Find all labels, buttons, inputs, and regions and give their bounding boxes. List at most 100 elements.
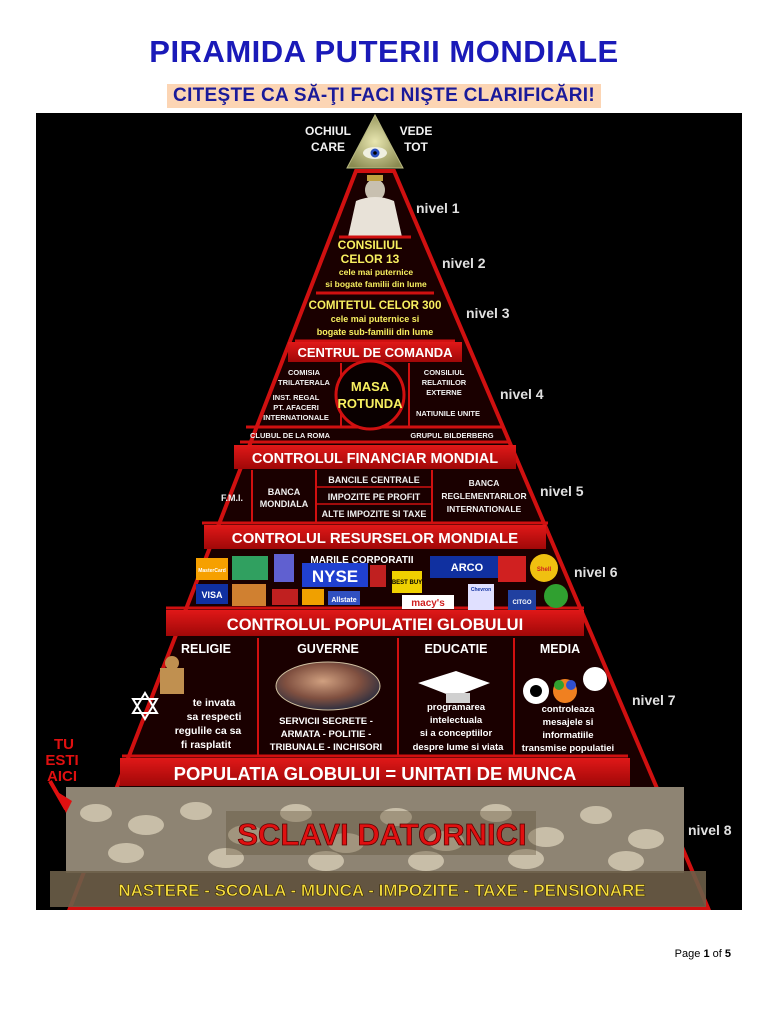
bestbuy-logo: [392, 571, 422, 593]
arco-logo: [430, 556, 504, 578]
logo-chevron: Chevron: [471, 587, 491, 593]
page-footer: Page 1 of 5: [675, 948, 731, 960]
educatie-label: EDUCATIE: [425, 642, 488, 656]
banca-reg-1: BANCA: [469, 478, 500, 488]
sclavi-label: SCLAVI DATORNICI: [237, 817, 526, 852]
religie-text-2: sa respecti: [187, 711, 242, 723]
chevron-logo: [468, 584, 494, 610]
eye-label-right-2: TOT: [404, 140, 428, 154]
bancile-line-2: IMPOZITE PE PROFIT: [328, 492, 421, 502]
banca-reg-2: REGLEMENTARILOR: [441, 491, 526, 501]
band-centrul: [288, 342, 462, 362]
citgo-logo: [508, 590, 536, 610]
eye-label-left-2: CARE: [311, 140, 345, 154]
educatie-text-2: intelectuala: [430, 715, 483, 726]
masa-line-2: ROTUNDA: [338, 396, 404, 411]
globe-flags-icon: [275, 661, 381, 711]
visa-logo: [196, 584, 228, 604]
graduation-cap-icon: [418, 671, 490, 703]
financiar-label: CONTROLUL FINANCIAR MONDIAL: [252, 451, 498, 467]
comisia-line-1: COMISIA: [288, 368, 321, 377]
page-title: PIRAMIDA PUTERII MONDIALE: [149, 34, 619, 69]
bilderberg-label: GRUPUL BILDERBERG: [410, 431, 493, 440]
resurse-label: CONTROLUL RESURSELOR MONDIALE: [232, 530, 518, 547]
mastercard-logo: [196, 558, 228, 580]
pyramid-svg: OCHIUL CARE VEDE TOT nivel 1 nivel 2 niv…: [45, 113, 732, 910]
masa-rotunda-circle: [334, 359, 406, 431]
media-text-1: controleaza: [542, 704, 596, 715]
level-1-label: nivel 1: [416, 200, 460, 216]
media-logos-icon: [523, 667, 607, 704]
educatie-text-1: programarea: [427, 702, 486, 713]
inst-regal-3: INTERNATIONALE: [263, 413, 329, 422]
masa-line-1: MASA: [351, 379, 390, 394]
aici-label: AICI: [47, 768, 77, 785]
comisia-line-2: TRILATERALA: [278, 378, 331, 387]
subtitle-wrap: CITEŞTE CA SĂ-ŢI FACI NIŞTE CLARIFICĂRI!: [0, 84, 768, 108]
eye-label-right-1: VEDE: [400, 124, 433, 138]
clubul-label: CLUBUL DE LA ROMA: [250, 431, 331, 440]
religion-icons: [131, 656, 224, 721]
band-populatia: [120, 758, 630, 786]
media-text-3: informatiile: [542, 730, 593, 741]
inst-regal-1: INST. REGAL: [273, 393, 320, 402]
level-7-label: nivel 7: [632, 692, 676, 708]
queen-figure-icon: [348, 175, 402, 237]
bancile-line-1: BANCILE CENTRALE: [328, 475, 420, 485]
inst-regal-2: PT. AFACERI: [273, 403, 319, 412]
shell-logo: [530, 554, 558, 582]
band-resurse: [204, 525, 546, 549]
logo-visa: VISA: [201, 590, 223, 600]
populatia-label: POPULATIA GLOBULUI = UNITATI DE MUNCA: [174, 763, 577, 784]
logo-macys: macy's: [411, 598, 445, 609]
level-3-label: nivel 3: [466, 305, 510, 321]
comitetul-line-3: bogate sub-familii din lume: [317, 327, 434, 337]
media-text-2: mesajele si: [543, 717, 594, 728]
religie-text-3: regulile ca sa: [175, 725, 242, 737]
logo-allstate: Allstate: [331, 597, 356, 604]
educatie-text-4: despre lume si viata: [413, 742, 505, 753]
level-5-label: nivel 5: [540, 483, 584, 499]
nastere-label: NASTERE - SCOALA - MUNCA - IMPOZITE - TA…: [118, 881, 645, 900]
logo-citgo: CITGO: [513, 600, 532, 606]
educatie-text-3: si a conceptiilor: [420, 728, 493, 739]
page-subtitle: CITEŞTE CA SĂ-ŢI FACI NIŞTE CLARIFICĂRI!: [167, 84, 601, 108]
banca-reg-3: INTERNATIONALE: [447, 504, 522, 514]
sheep-crowd-image: [66, 787, 684, 873]
consiliul-line-3: cele mai puternice: [339, 267, 413, 277]
consiliul-line-4: si bogate familii din lume: [325, 279, 427, 289]
pyramid-poster: OCHIUL CARE VEDE TOT nivel 1 nivel 2 niv…: [36, 113, 742, 910]
consiliul-line-2: CELOR 13: [341, 252, 400, 266]
esti-label: ESTI: [45, 752, 78, 769]
guverne-text-3: TRIBUNALE - INCHISORI: [270, 742, 382, 753]
consiliul-relatii-3: EXTERNE: [426, 388, 461, 397]
footer-page-label: Page: [674, 948, 701, 960]
guverne-label: GUVERNE: [297, 642, 359, 656]
tu-label: TU: [54, 736, 74, 753]
media-text-4: transmise populatiei: [522, 743, 614, 754]
corporate-logos: [196, 554, 568, 610]
footer-page-total: 5: [724, 948, 731, 960]
consiliul-relatii-1: CONSILIUL: [424, 368, 465, 377]
consiliul-relatii-2: RELATIILOR: [422, 378, 467, 387]
banca-mondiala-2: MONDIALA: [260, 499, 309, 509]
level-4-label: nivel 4: [500, 386, 544, 402]
level-6-label: nivel 6: [574, 564, 618, 580]
logo-shell: Shell: [537, 567, 552, 573]
bancile-line-3: ALTE IMPOZITE SI TAXE: [322, 509, 427, 519]
religie-text-1: te invata: [193, 697, 236, 709]
logo-bestbuy: BEST BUY: [392, 580, 422, 586]
footer-page-number: 1: [703, 948, 710, 960]
media-label: MEDIA: [540, 642, 580, 656]
populatie-control-label: CONTROLUL POPULATIEI GLOBULUI: [227, 616, 523, 634]
comitetul-line-1: COMITETUL CELOR 300: [309, 300, 442, 312]
logo-mastercard: MasterCard: [198, 568, 226, 574]
logo-nyse: NYSE: [312, 567, 358, 586]
banca-mondiala-1: BANCA: [268, 487, 301, 497]
eye-label-left-1: OCHIUL: [305, 124, 351, 138]
footer-of-label: of: [712, 948, 722, 960]
corporatii-label: MARILE CORPORATII: [310, 555, 413, 566]
natiunile-label: NATIUNILE UNITE: [416, 409, 480, 418]
band-populatie-control: [166, 610, 584, 636]
eye-triangle: [346, 113, 404, 169]
